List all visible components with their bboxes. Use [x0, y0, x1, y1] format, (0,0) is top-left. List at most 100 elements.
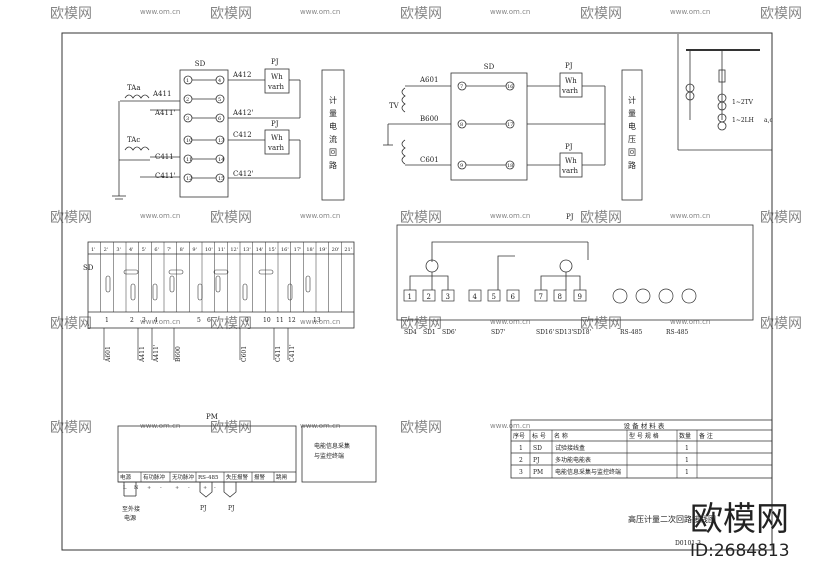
- ta-a-coil: [124, 94, 150, 99]
- meter-terminal-box: [506, 289, 520, 302]
- watermark-tile: 欧模网: [760, 6, 802, 22]
- pj-label-voltage-bottom: PJ: [565, 143, 573, 151]
- sd-terminal-number: 2: [186, 97, 189, 103]
- ta-c-coil: [124, 146, 150, 151]
- pm-pj-1: PJ: [200, 505, 207, 512]
- meter-terminal-number: 2: [427, 293, 431, 301]
- inset-label-1: 1~2TV: [732, 99, 754, 106]
- pm-pin-label: N: [134, 485, 139, 491]
- sd-label-current: SD: [195, 60, 206, 68]
- meter-pj-voltage-top: [559, 72, 583, 98]
- watermark-tile: 欧模网: [580, 210, 622, 226]
- pm-title: PM: [206, 413, 218, 421]
- drawing-frame: [61, 32, 773, 551]
- meter-pj-a: [264, 68, 290, 94]
- strip-bottom-number: 12: [288, 317, 296, 324]
- table-cell: 1: [685, 457, 689, 464]
- watermark-site: www.om.cn: [140, 8, 180, 16]
- drawing-title: 高压计量二次回路接线图: [628, 514, 716, 524]
- pm-pin-label: L: [123, 485, 127, 491]
- meter-terminal-box: [534, 289, 548, 302]
- ta-a-label: TAa: [127, 84, 141, 92]
- strip-top-number: 10': [205, 247, 213, 253]
- strip-top-number: 4': [129, 247, 134, 253]
- sd-terminal-number: 18: [507, 163, 513, 169]
- sd-terminal-number: 16: [507, 84, 513, 90]
- pm-pin-label: +: [203, 485, 207, 491]
- strip-top-number: 8': [180, 247, 185, 253]
- strip-wire-label: B600: [175, 346, 182, 362]
- strip-top-number: 11': [218, 247, 226, 253]
- strip-bottom-number: 5: [197, 317, 201, 324]
- strip-top-number: 21': [344, 247, 352, 253]
- meter-varh-a: varh: [267, 83, 284, 91]
- meter-terminal-box: [487, 289, 501, 302]
- table-header-cell: 标 号: [532, 432, 546, 440]
- pm-group-header: 电源: [120, 473, 132, 481]
- pm-info-box-2: 与监控终端: [314, 452, 344, 460]
- strip-top-number: 1': [91, 247, 96, 253]
- meter-terminal-number: 9: [578, 293, 582, 301]
- pj-label-current-top: PJ: [271, 58, 279, 66]
- meter-terminal-label: SD18': [573, 329, 592, 336]
- watermark-site: www.om.cn: [490, 8, 530, 16]
- table-cell: 多功能电能表: [555, 456, 591, 464]
- wire-a412: A412: [232, 71, 251, 79]
- meter-varh-v1: varh: [561, 87, 578, 95]
- meter-terminal-label: SD13': [555, 329, 574, 336]
- equipment-table-title: 设 备 材 料 表: [624, 421, 665, 430]
- watermark-site: www.om.cn: [140, 212, 180, 220]
- watermark-tile: 欧模网: [580, 6, 622, 22]
- wire-a601: A601: [419, 76, 438, 84]
- pm-pin-label: -: [188, 485, 190, 491]
- table-cell: 1: [685, 445, 689, 452]
- sd-terminal-number: 5: [218, 97, 221, 103]
- sd-terminal-number: 3: [186, 116, 189, 122]
- sd-terminal-number: 13: [218, 138, 224, 144]
- sd-box-current: [179, 69, 229, 198]
- table-header-cell: 型 号 规 格: [629, 432, 659, 440]
- strip-top-number: 17': [294, 247, 302, 253]
- meter-terminal-box: [573, 289, 587, 302]
- watermark-site: www.om.cn: [300, 212, 340, 220]
- sd-terminal-number: 4: [218, 78, 221, 84]
- strip-top-number: 3': [116, 247, 121, 253]
- table-header-cell: 名 称: [554, 432, 568, 440]
- strip-bottom-number: 10: [263, 317, 271, 324]
- rs485-terminal: [635, 288, 651, 304]
- pj-label-voltage-top: PJ: [565, 62, 573, 70]
- meter-terminal-number: 7: [539, 293, 543, 301]
- watermark-site: www.om.cn: [140, 318, 180, 326]
- sd-terminal-number: 11: [186, 157, 192, 163]
- meter-wh-v1: Wh: [565, 77, 577, 85]
- sd-label-voltage: SD: [484, 63, 495, 71]
- pm-pj-2: PJ: [228, 505, 235, 512]
- current-loop-label: 计量电流回路: [329, 95, 337, 170]
- pm-group-header: 失压报警: [226, 473, 249, 481]
- equipment-table: [510, 419, 773, 479]
- table-header-cell: 序号: [513, 432, 525, 440]
- meter-terminal-diagram: [396, 224, 754, 321]
- strip-bottom-number: 11: [276, 317, 284, 324]
- table-cell: 电能信息采集与监控终端: [555, 468, 621, 476]
- sd-terminal-number: 8: [460, 122, 463, 128]
- strip-top-number: 16': [281, 247, 289, 253]
- strip-top-number: 14': [256, 247, 264, 253]
- sd-terminal-number: 7: [460, 84, 463, 90]
- strip-top-number: 5': [142, 247, 147, 253]
- drawing-code: D0101-3: [675, 540, 701, 547]
- watermark-tile: 欧模网: [50, 316, 92, 332]
- pm-to-power-2: 电源: [124, 514, 136, 522]
- meter-terminal-box: [441, 289, 455, 302]
- strip-bottom-number: 2: [130, 317, 134, 324]
- strip-top-number: 15': [268, 247, 276, 253]
- ta-c-label: TAc: [127, 136, 140, 144]
- watermark-tile: 欧模网: [760, 316, 802, 332]
- sd-terminal-number: 12: [186, 176, 192, 182]
- strip-wire-label: A411': [153, 344, 160, 363]
- watermark-site: www.om.cn: [670, 318, 710, 326]
- wire-b600: B600: [420, 115, 439, 123]
- meter-wh-a: Wh: [271, 73, 283, 81]
